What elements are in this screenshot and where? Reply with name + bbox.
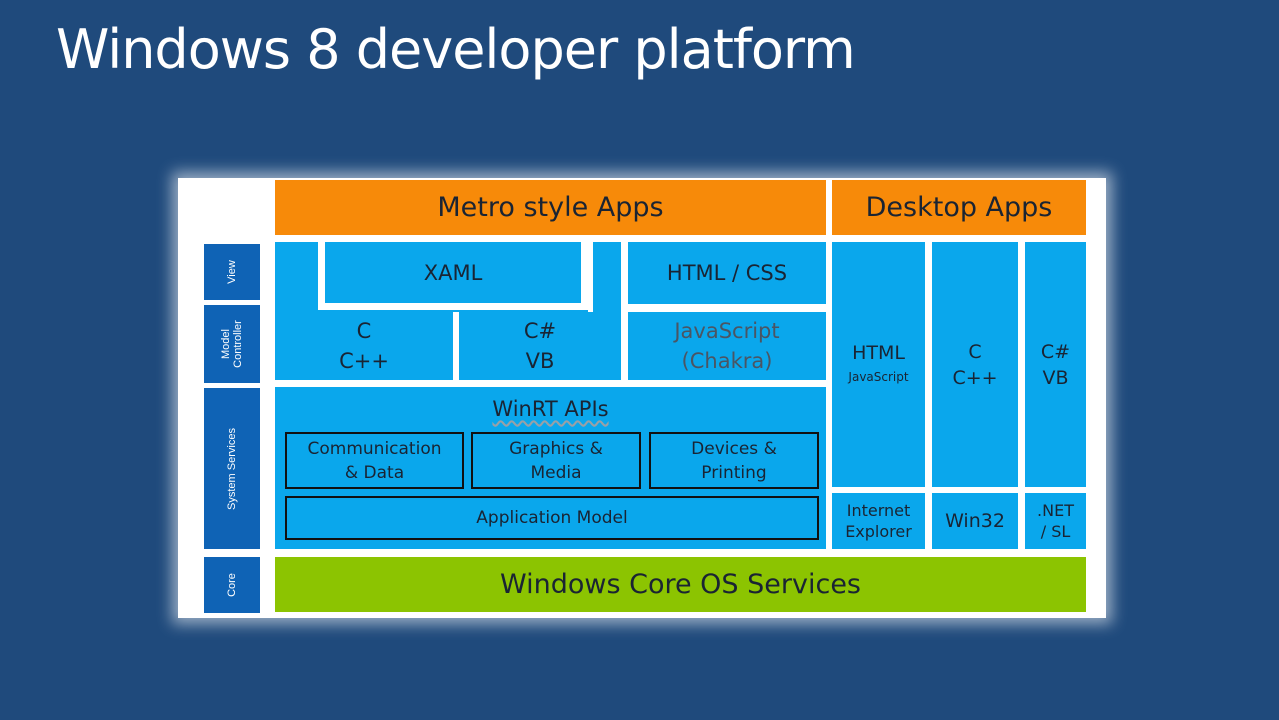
graphics-label: Graphics & bbox=[509, 438, 603, 459]
cs-label: C# bbox=[523, 319, 557, 343]
metro-apps-header: Metro style Apps bbox=[275, 180, 826, 235]
devices-label: Devices & bbox=[691, 438, 777, 459]
layer-system-services-label: System Services bbox=[226, 427, 239, 510]
winrt-title-text: WinRT APIs bbox=[492, 397, 609, 421]
data-label: & Data bbox=[344, 462, 405, 483]
layer-model-controller-label: Model Controller bbox=[220, 320, 244, 368]
graphics-media-box: Graphics & Media bbox=[471, 432, 641, 489]
desktop-cs-label: C# bbox=[1040, 340, 1071, 363]
c-cpp-box: C C++ bbox=[275, 312, 453, 380]
internet-label: Internet bbox=[846, 501, 911, 520]
win32-box: Win32 bbox=[932, 493, 1018, 549]
layer-view-label: View bbox=[226, 260, 238, 284]
desktop-vb-label: VB bbox=[1042, 366, 1069, 389]
windows-core-os-services: Windows Core OS Services bbox=[275, 557, 1086, 612]
desktop-c-cpp-box: C C++ bbox=[932, 242, 1018, 487]
application-model-box: Application Model bbox=[285, 496, 819, 540]
explorer-label: Explorer bbox=[845, 522, 912, 541]
cs-divider-right bbox=[588, 240, 593, 312]
printing-label: Printing bbox=[701, 462, 767, 483]
layer-model-controller: Model Controller bbox=[204, 305, 260, 383]
vb-label: VB bbox=[525, 349, 555, 373]
layer-core-label: Core bbox=[226, 573, 238, 597]
c-label: C bbox=[356, 319, 372, 343]
cpp-label: C++ bbox=[339, 349, 389, 373]
sl-label: / SL bbox=[1040, 522, 1071, 541]
desktop-html-label: HTML bbox=[852, 341, 905, 364]
desktop-cs-vb-box: C# VB bbox=[1025, 242, 1086, 487]
media-label: Media bbox=[530, 462, 582, 483]
winrt-title: WinRT APIs bbox=[275, 392, 826, 426]
communication-label: Communication bbox=[307, 438, 442, 459]
chakra-label: (Chakra) bbox=[681, 349, 773, 373]
communication-data-box: Communication & Data bbox=[285, 432, 464, 489]
desktop-apps-header: Desktop Apps bbox=[832, 180, 1086, 235]
javascript-label: JavaScript bbox=[674, 319, 780, 343]
desktop-javascript-label: JavaScript bbox=[848, 369, 909, 384]
desktop-cpp-label: C++ bbox=[952, 366, 998, 389]
xaml-box: XAML bbox=[325, 242, 581, 303]
devices-printing-box: Devices & Printing bbox=[649, 432, 819, 489]
layer-core: Core bbox=[204, 557, 260, 613]
net-sl-box: .NET / SL bbox=[1025, 493, 1086, 549]
architecture-diagram: View Model Controller System Services Co… bbox=[178, 178, 1106, 618]
html-css-box: HTML / CSS bbox=[628, 242, 826, 304]
javascript-chakra-box: JavaScript (Chakra) bbox=[628, 312, 826, 380]
layer-view: View bbox=[204, 244, 260, 300]
net-label: .NET bbox=[1037, 501, 1074, 520]
c-cs-divider bbox=[453, 312, 459, 380]
layer-model-label: Model bbox=[220, 329, 232, 359]
internet-explorer-box: Internet Explorer bbox=[832, 493, 925, 549]
cs-upper-area bbox=[593, 242, 621, 312]
cs-vb-box: C# VB bbox=[459, 312, 621, 380]
layer-system-services: System Services bbox=[204, 388, 260, 549]
desktop-html-js-box: HTML JavaScript bbox=[832, 242, 925, 487]
page-title: Windows 8 developer platform bbox=[56, 18, 856, 81]
desktop-c-label: C bbox=[968, 340, 982, 363]
layer-controller-label: Controller bbox=[232, 320, 244, 368]
